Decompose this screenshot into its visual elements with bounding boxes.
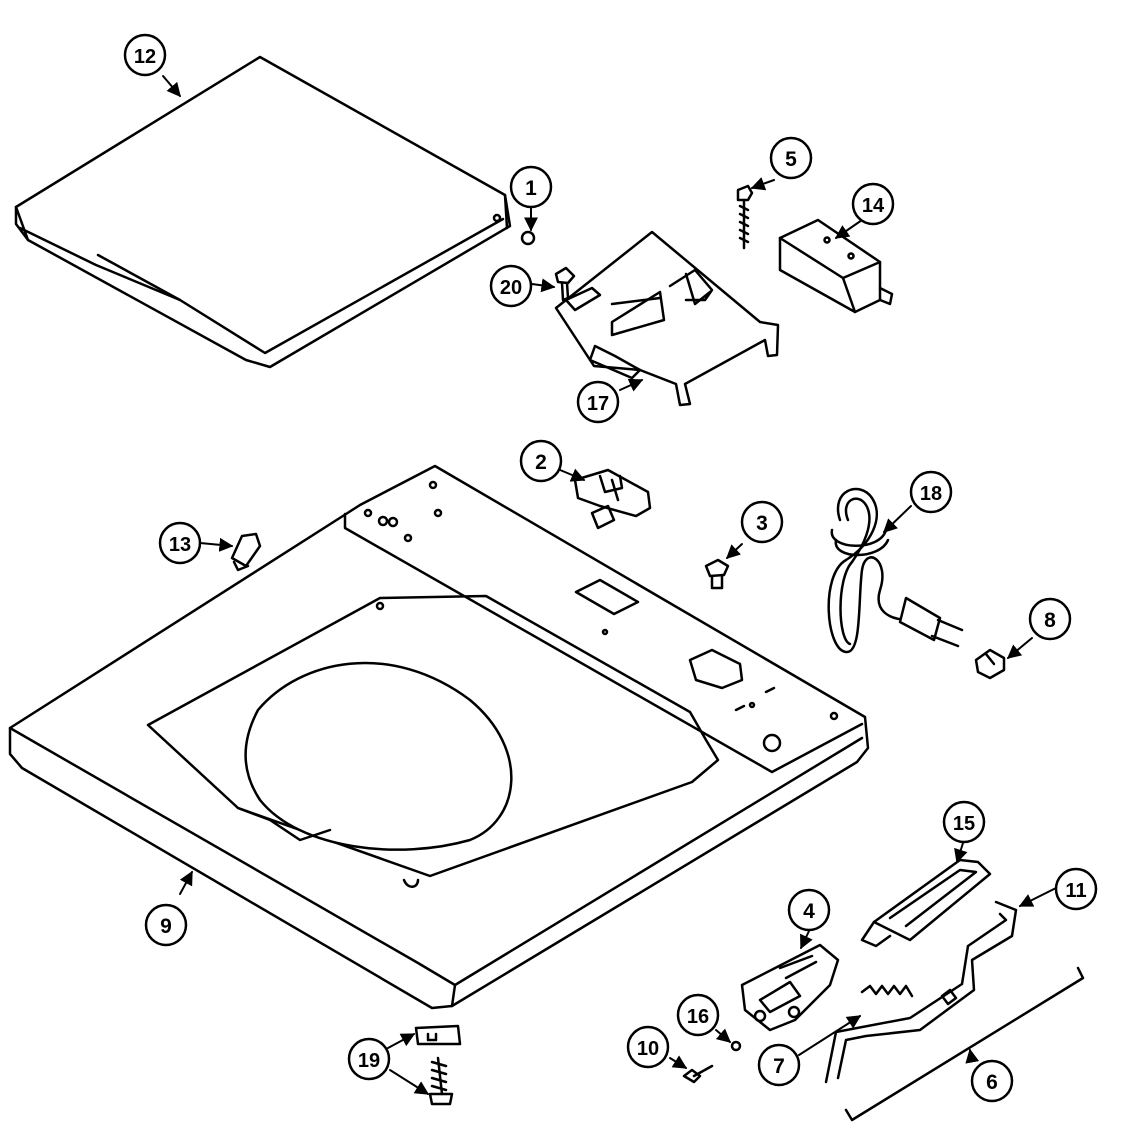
plug-part bbox=[520, 230, 536, 246]
callout-16: 16 bbox=[676, 993, 720, 1037]
callout-label: 1 bbox=[525, 177, 537, 200]
callout-label: 14 bbox=[862, 195, 885, 217]
callout-labels: 1 2 3 4 5 6 7 8 9 10 11 12 13 14 15 16 1… bbox=[123, 33, 1098, 1103]
callout-5: 5 bbox=[769, 136, 813, 180]
clip-and-screw-part bbox=[414, 1024, 462, 1106]
leader-lines bbox=[162, 75, 1057, 1095]
callout-11: 11 bbox=[1054, 867, 1098, 911]
callout-19: 19 bbox=[347, 1037, 391, 1081]
callout-1: 1 bbox=[509, 165, 553, 209]
lever-part bbox=[860, 858, 992, 948]
callout-17: 17 bbox=[576, 380, 620, 424]
screw-part bbox=[736, 184, 754, 250]
callout-2: 2 bbox=[519, 439, 563, 483]
callout-label: 18 bbox=[920, 483, 942, 505]
callout-label: 17 bbox=[587, 393, 609, 415]
bulb-part bbox=[230, 532, 262, 572]
callout-label: 19 bbox=[358, 1050, 380, 1072]
callout-10: 10 bbox=[626, 1025, 670, 1069]
callout-9: 9 bbox=[144, 903, 188, 947]
callout-4: 4 bbox=[787, 888, 831, 932]
knob-part bbox=[704, 558, 730, 590]
callout-label: 13 bbox=[169, 534, 191, 556]
callout-label: 10 bbox=[637, 1038, 659, 1060]
callout-label: 5 bbox=[785, 148, 797, 171]
callout-label: 6 bbox=[986, 1071, 998, 1094]
callout-13: 13 bbox=[158, 521, 202, 565]
spring-part bbox=[860, 984, 914, 998]
callout-12: 12 bbox=[123, 33, 167, 77]
callout-6: 6 bbox=[970, 1059, 1014, 1103]
callout-label: 11 bbox=[1065, 880, 1086, 902]
callout-3: 3 bbox=[740, 500, 784, 544]
callout-label: 16 bbox=[687, 1006, 709, 1028]
callout-label: 12 bbox=[134, 46, 156, 68]
power-cord-part bbox=[827, 487, 964, 654]
clip-part bbox=[573, 468, 652, 530]
callout-label: 4 bbox=[803, 900, 815, 923]
callout-label: 8 bbox=[1044, 609, 1056, 632]
callout-label: 2 bbox=[535, 451, 547, 474]
assembly-bracket bbox=[844, 966, 1085, 1122]
callout-8: 8 bbox=[1028, 597, 1072, 641]
callout-label: 7 bbox=[773, 1055, 785, 1078]
small-screw-b-part bbox=[682, 1064, 714, 1084]
callout-label: 3 bbox=[756, 512, 768, 535]
callout-7: 7 bbox=[757, 1043, 801, 1087]
callout-20: 20 bbox=[489, 264, 533, 308]
bracket-part bbox=[554, 230, 780, 407]
lid-part bbox=[14, 55, 512, 369]
callout-18: 18 bbox=[909, 470, 953, 514]
callout-15: 15 bbox=[942, 800, 986, 844]
callout-label: 20 bbox=[500, 277, 522, 299]
callout-14: 14 bbox=[851, 182, 895, 226]
callout-label: 9 bbox=[160, 915, 172, 938]
washer-part bbox=[730, 1040, 742, 1052]
callout-label: 15 bbox=[953, 813, 975, 835]
switch-box-part bbox=[778, 218, 894, 314]
lid-switch-part bbox=[740, 943, 840, 1032]
cabinet-top-part bbox=[8, 464, 870, 1010]
grommet-part bbox=[974, 648, 1006, 680]
